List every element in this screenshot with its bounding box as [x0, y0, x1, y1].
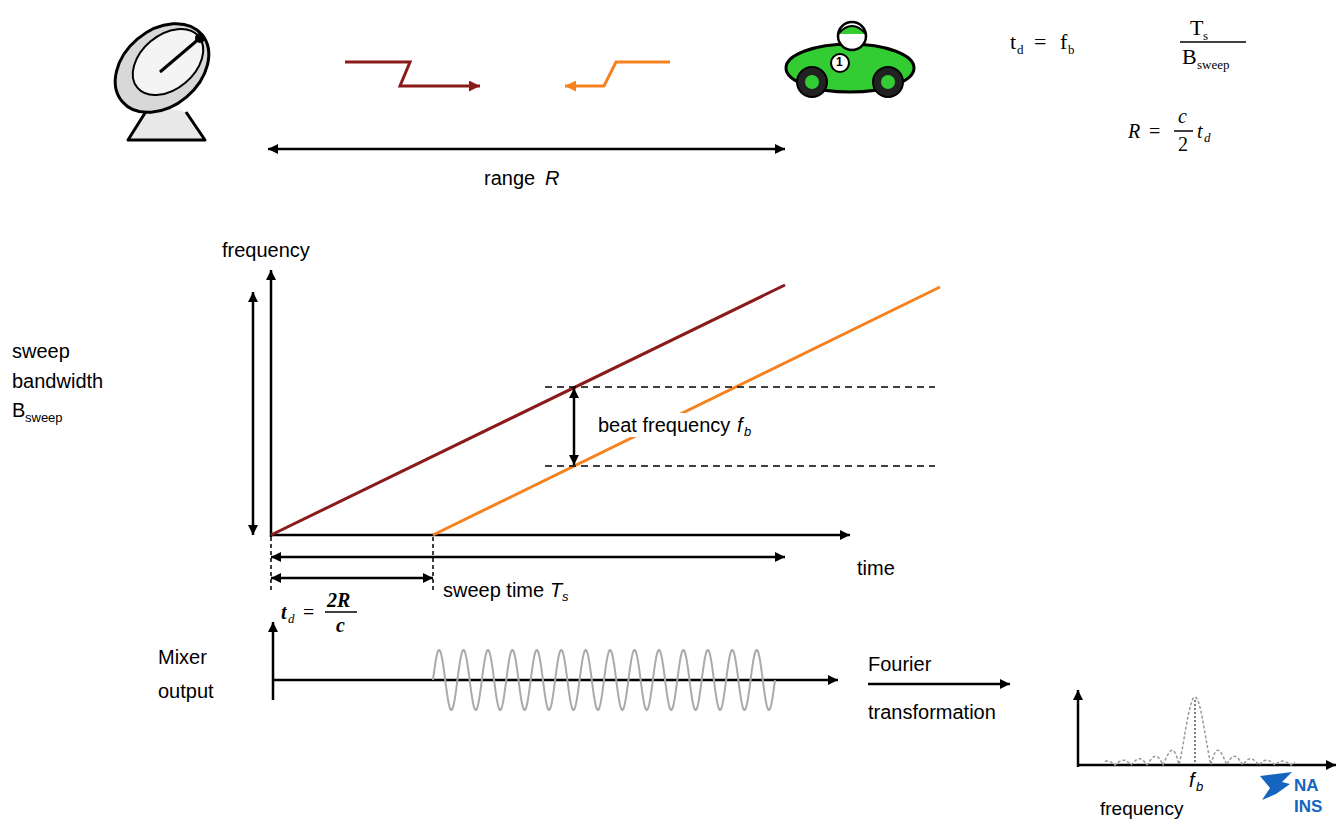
time-guides	[270, 537, 272, 590]
bandwidth-arrow	[252, 292, 255, 535]
race-car	[873, 67, 903, 97]
race-car	[831, 54, 849, 72]
race-car	[797, 67, 827, 97]
formula-symbol: 2R	[327, 590, 350, 610]
radar-dish	[195, 33, 205, 43]
peak-symbol: f	[1189, 768, 1195, 792]
race-car	[838, 26, 866, 34]
sweep-time-label: sweep time	[443, 578, 544, 602]
delay-arrow	[271, 577, 433, 580]
transform-label: Fourier transformation	[868, 640, 996, 736]
formula-operator: =	[303, 602, 314, 622]
radar-dish	[120, 16, 216, 109]
car-number: 1	[836, 55, 843, 69]
axis-label: frequency	[1100, 798, 1183, 821]
race-car	[805, 75, 819, 89]
axis-label: sweep bandwidth	[12, 336, 103, 396]
formula-operator: =	[1149, 121, 1160, 141]
axis-label: Mixer output	[158, 640, 214, 708]
formula-symbol: B	[1182, 46, 1197, 68]
range-symbol: R	[545, 166, 559, 190]
subscript: sweep	[1197, 58, 1230, 71]
time-guides	[271, 537, 433, 590]
sweep-time-symbol: T	[550, 578, 562, 602]
subscript: b	[1196, 779, 1203, 795]
radar-dish	[98, 5, 227, 130]
race-car	[786, 22, 914, 97]
radar-dish	[98, 5, 227, 140]
chirp-axes	[270, 534, 850, 537]
chirp-axes	[270, 270, 850, 537]
beat-guides	[545, 465, 935, 467]
beat-label: beat frequency	[598, 413, 730, 437]
subscript: sweep	[25, 410, 63, 426]
echo-chirp	[433, 287, 940, 535]
beat-guides	[545, 387, 935, 466]
chirp-axes	[270, 270, 273, 537]
spectrum-axes	[1077, 690, 1080, 767]
race-car	[881, 75, 895, 89]
race-car	[838, 22, 866, 50]
axis-label: time	[857, 556, 895, 580]
formula-symbol: t	[1197, 121, 1203, 141]
mixer-axes	[272, 622, 275, 700]
formula-symbol: t	[1010, 31, 1016, 53]
logo-text: INS	[1294, 797, 1322, 817]
fraction-bar	[325, 42, 1246, 612]
logo-text: NA	[1294, 776, 1319, 796]
fourier-arrow	[868, 683, 1010, 686]
subscript: d	[1204, 131, 1211, 144]
fraction-bar	[325, 611, 357, 613]
subscript: s	[562, 589, 569, 605]
transmit-arrow	[345, 62, 480, 86]
range-arrow	[268, 148, 785, 151]
fraction-bar	[1180, 41, 1246, 43]
beat-symbol: f	[737, 413, 743, 437]
formula-symbol: 2	[1178, 134, 1188, 154]
logo-mark	[1260, 772, 1292, 800]
peak-marker	[1195, 700, 1196, 764]
subscript: d	[1017, 43, 1024, 56]
transmit-chirp	[271, 285, 785, 535]
time-guides	[432, 537, 434, 590]
spectrum-axes	[1077, 690, 1336, 767]
formula-operator: =	[1034, 31, 1046, 53]
formula-symbol: f	[1060, 31, 1067, 53]
echo-arrow	[565, 62, 670, 86]
logo-mark	[1260, 772, 1292, 800]
sweep-time-arrow	[271, 556, 785, 559]
subscript: b	[1068, 43, 1075, 56]
beat-guides	[545, 386, 935, 388]
subscript: s	[1203, 29, 1208, 42]
formula-symbol: R	[1128, 121, 1140, 141]
spectrum-curve	[1105, 697, 1295, 765]
formula-symbol: c	[1178, 106, 1187, 126]
formula-symbol: c	[336, 615, 345, 635]
formula-symbol: T	[1190, 17, 1203, 39]
axis-label: frequency	[222, 238, 310, 262]
subscript: b	[744, 424, 751, 440]
radar-dish	[160, 38, 200, 72]
fraction-bar	[1174, 130, 1193, 132]
subscript: d	[288, 612, 295, 625]
bandwidth-symbol: B	[12, 398, 25, 422]
beat-signal	[433, 650, 775, 710]
range-label: range	[484, 166, 535, 190]
formula-symbol: t	[281, 602, 287, 622]
beat-arrow	[573, 388, 576, 465]
